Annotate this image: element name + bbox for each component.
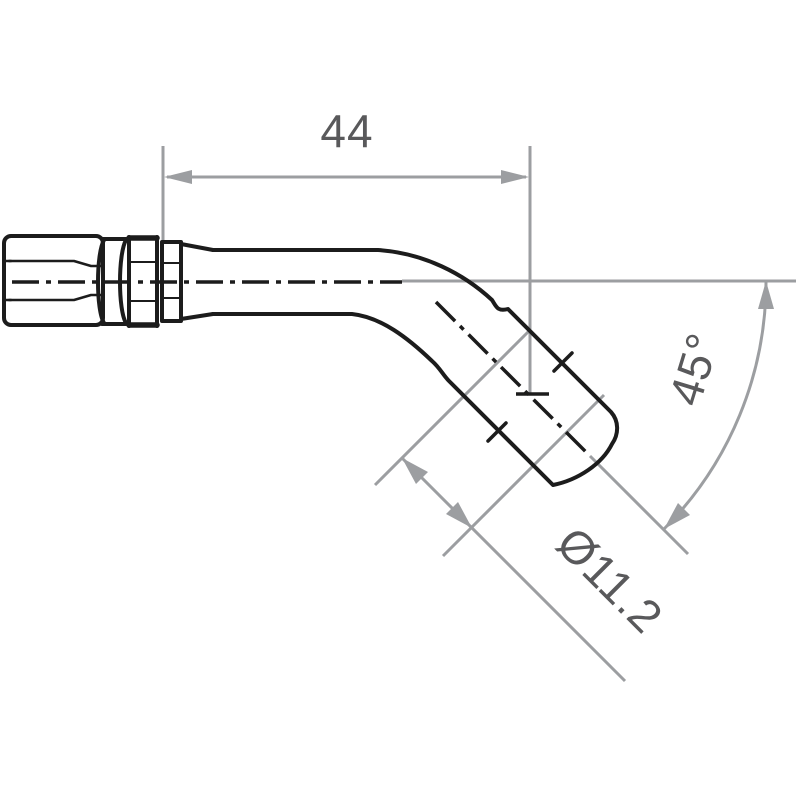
angle-arc <box>662 280 768 531</box>
diameter-arrow-upper <box>402 458 428 484</box>
socket-body <box>2 234 105 327</box>
socket-bore-bottom <box>7 293 105 302</box>
nut-barrel-left-curve <box>96 238 106 325</box>
angle-arrow-top <box>758 281 774 309</box>
dimension-label-diameter: Ø11.2 <box>547 517 674 644</box>
cone-top <box>179 242 215 252</box>
centerlines <box>12 280 592 458</box>
socket-bore-top <box>7 259 105 268</box>
angled-centerline <box>434 300 592 458</box>
length-arrow-left <box>164 170 192 184</box>
dimension-label-length: 44 <box>320 105 373 157</box>
angle-arrow-bottom <box>664 503 690 529</box>
crimp-tick-lower <box>486 421 508 443</box>
dimension-graphics <box>161 146 796 683</box>
fitting-outline <box>2 234 620 487</box>
angled-axis-extension-line <box>588 454 690 556</box>
diameter-arrow-lower <box>446 502 472 528</box>
dimension-label-angle: 45° <box>659 327 730 412</box>
diameter-extension-line-upper <box>373 328 532 487</box>
diameter-dimension-line <box>400 456 627 683</box>
diameter-extension-line-lower <box>441 393 606 558</box>
cone-bottom <box>179 312 215 321</box>
tube-outline <box>211 248 620 487</box>
length-arrow-right <box>501 170 529 184</box>
crimp-tick-upper <box>552 351 574 373</box>
